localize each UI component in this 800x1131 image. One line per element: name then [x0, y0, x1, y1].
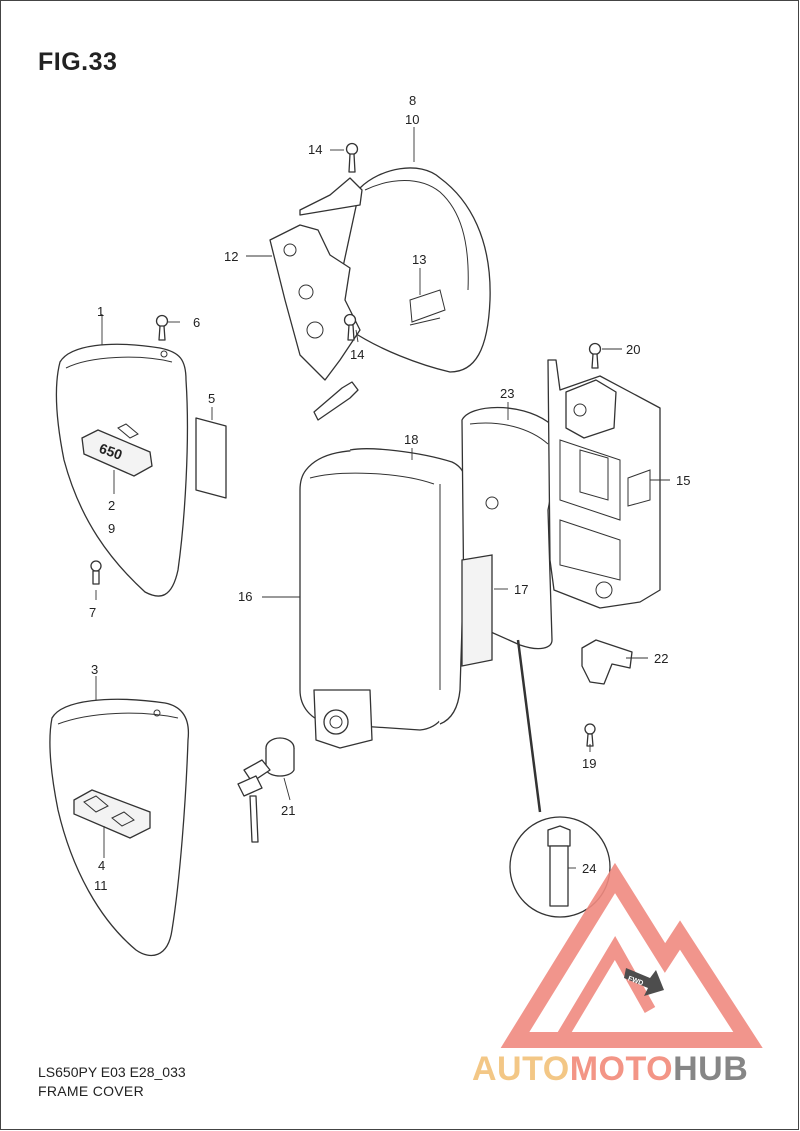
callout-14-lower: 14: [350, 347, 364, 362]
callout-18: 18: [404, 432, 418, 447]
screw-icon: [584, 723, 596, 747]
screw-icon: [155, 314, 169, 341]
callout-16: 16: [238, 589, 252, 604]
callout-22: 22: [654, 651, 668, 666]
figure-caption: FRAME COVER: [38, 1083, 144, 1099]
screw-icon: [345, 142, 359, 173]
callout-4: 4: [98, 858, 105, 873]
frame-cover-right: 650: [55, 343, 189, 597]
svg-text:650: 650: [97, 440, 125, 463]
callout-numbers: 1 2 9 3 4 11 5 6 7 8 10 12 13 14 14 15 1…: [89, 93, 690, 893]
callout-3: 3: [91, 662, 98, 677]
screw-icon: [343, 313, 357, 341]
callout-2: 2: [108, 498, 115, 513]
automotohub-watermark: FWD AUTOMOTOHUB: [472, 862, 763, 1088]
clamp: [581, 639, 633, 685]
key-lock: [237, 737, 295, 843]
callout-21: 21: [281, 803, 295, 818]
label-sticker: [461, 554, 493, 667]
callout-11: 11: [94, 878, 108, 893]
model-code: LS650PY E03 E28_033: [38, 1064, 186, 1080]
watermark-moto: MOTO: [570, 1050, 673, 1088]
callout-5: 5: [208, 391, 215, 406]
callout-14-top: 14: [308, 142, 322, 157]
watermark-auto: AUTO: [472, 1050, 570, 1088]
cover-pad: [195, 417, 227, 499]
frame-cover-left: [49, 698, 190, 957]
callout-24: 24: [582, 861, 596, 876]
callout-10: 10: [405, 112, 419, 127]
callout-17: 17: [514, 582, 528, 597]
callout-20: 20: [626, 342, 640, 357]
mounting-bracket: [547, 359, 661, 609]
watermark-text: AUTOMOTOHUB: [472, 1050, 748, 1088]
callout-19: 19: [582, 756, 596, 771]
watermark-hub: HUB: [673, 1050, 748, 1088]
leader-lines: [95, 127, 670, 869]
figure-title: FIG.33: [38, 48, 118, 76]
callout-12: 12: [224, 249, 238, 264]
pin-detail: [509, 639, 611, 918]
bolt-icon: [90, 560, 102, 585]
screw-icon: [588, 342, 602, 369]
rear-cover-assembly: [269, 167, 491, 421]
callout-8: 8: [409, 93, 416, 108]
callout-7: 7: [89, 605, 96, 620]
callout-13: 13: [412, 252, 426, 267]
callout-15: 15: [676, 473, 690, 488]
callout-1: 1: [97, 304, 104, 319]
callout-9: 9: [108, 521, 115, 536]
callout-23: 23: [500, 386, 514, 401]
callout-6: 6: [193, 315, 200, 330]
tool-box: [299, 448, 468, 749]
